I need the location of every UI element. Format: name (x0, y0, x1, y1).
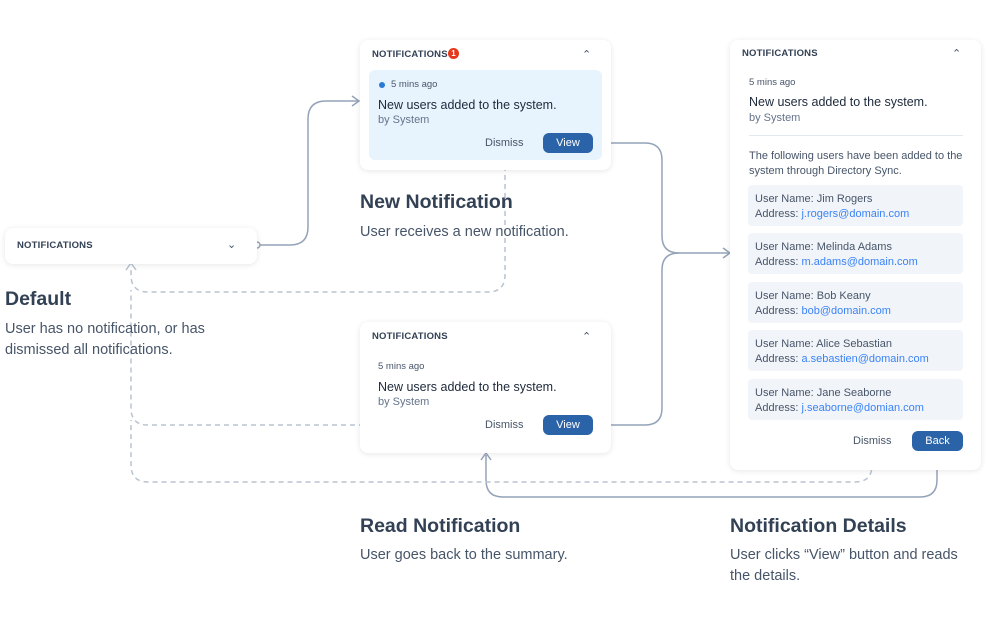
notification-details-heading: Notification Details (730, 515, 907, 537)
user-name: Bob Keany (816, 290, 871, 302)
new-notification-heading: New Notification (360, 191, 513, 213)
chevron-down-icon[interactable]: ⌄ (227, 239, 237, 251)
user-email-link[interactable]: bob@domain.com (801, 305, 891, 317)
user-name-label: User Name: (755, 241, 814, 253)
panel-header-label: NOTIFICATIONS (372, 49, 448, 60)
user-entry: User Name: Bob Keany Address: bob@domain… (748, 282, 963, 323)
user-email-link[interactable]: j.seaborne@domian.com (801, 402, 924, 414)
connector-new-view-to-details (593, 142, 729, 254)
unread-dot-icon (379, 82, 385, 88)
notification-title: New users added to the system. (749, 95, 928, 109)
dismiss-button[interactable]: Dismiss (485, 419, 524, 431)
panel-header-label: NOTIFICATIONS (17, 240, 93, 251)
user-name-label: User Name: (755, 290, 814, 302)
dismiss-button[interactable]: Dismiss (853, 435, 892, 447)
dismiss-button[interactable]: Dismiss (485, 137, 524, 149)
chevron-up-icon[interactable]: ⌃ (952, 48, 962, 60)
address-label: Address: (755, 256, 799, 268)
notifications-panel-read: NOTIFICATIONS ⌃ 5 mins ago New users add… (360, 322, 611, 453)
user-name-label: User Name: (755, 338, 814, 350)
chevron-up-icon[interactable]: ⌃ (582, 49, 592, 61)
notification-author: by System (378, 396, 430, 408)
notification-author: by System (378, 114, 430, 126)
divider (749, 135, 963, 136)
chevron-up-icon[interactable]: ⌃ (582, 331, 592, 343)
notification-title: New users added to the system. (378, 98, 557, 112)
user-email-link[interactable]: a.sebastien@domain.com (801, 353, 929, 365)
connector-new-dismiss-to-default (130, 157, 506, 293)
user-name-label: User Name: (755, 387, 814, 399)
read-notification-heading: Read Notification (360, 515, 521, 537)
notifications-panel-new: NOTIFICATIONS 1 ⌃ 5 mins ago New users a… (360, 40, 611, 170)
arrowhead (480, 451, 492, 461)
user-email-link[interactable]: m.adams@domain.com (801, 256, 918, 268)
connector-read-dismiss-to-default (130, 290, 472, 426)
new-notification-description: User receives a new notification. (360, 224, 569, 240)
read-notification-description: User goes back to the summary. (360, 547, 568, 563)
user-name: Jim Rogers (816, 193, 873, 205)
user-entry: User Name: Jim Rogers Address: j.rogers@… (748, 185, 963, 226)
notification-time: 5 mins ago (749, 77, 796, 88)
address-label: Address: (755, 402, 799, 414)
user-name: Jane Seaborne (816, 387, 892, 399)
user-name: Alice Sebastian (816, 338, 892, 350)
notifications-panel-details: NOTIFICATIONS ⌃ 5 mins ago New users add… (730, 40, 981, 470)
unread-count-badge: 1 (448, 48, 459, 59)
user-name-label: User Name: (755, 193, 814, 205)
arrowhead (125, 261, 137, 271)
user-email-link[interactable]: j.rogers@domain.com (801, 208, 910, 220)
view-button[interactable]: View (543, 415, 593, 435)
user-entry: User Name: Melinda Adams Address: m.adam… (748, 233, 963, 274)
notification-title[interactable]: New users added to the system. (378, 380, 557, 394)
unread-notification-item[interactable]: 5 mins ago New users added to the system… (369, 70, 602, 160)
default-heading: Default (5, 288, 72, 310)
connector-default-to-new (257, 100, 358, 246)
user-name: Melinda Adams (816, 241, 892, 253)
notification-time: 5 mins ago (391, 79, 438, 90)
back-button[interactable]: Back (912, 431, 963, 451)
address-label: Address: (755, 353, 799, 365)
notification-time: 5 mins ago (378, 361, 425, 372)
arrowhead (351, 95, 361, 107)
notification-details-description: User clicks “View” button and reads the … (730, 547, 958, 584)
notification-body: The following users have been added to t… (749, 150, 963, 177)
notifications-panel-default[interactable]: NOTIFICATIONS ⌄ (5, 228, 257, 264)
user-entry: User Name: Alice Sebastian Address: a.se… (748, 330, 963, 371)
connector-back-to-read (485, 451, 938, 498)
view-button[interactable]: View (543, 133, 593, 153)
panel-header-label: NOTIFICATIONS (742, 48, 818, 59)
address-label: Address: (755, 305, 799, 317)
notification-author: by System (749, 112, 801, 124)
connector-read-view-to-details (593, 252, 680, 426)
connector-details-dismiss-to-default (130, 420, 873, 483)
address-label: Address: (755, 208, 799, 220)
user-entry: User Name: Jane Seaborne Address: j.seab… (748, 379, 963, 420)
panel-header-label: NOTIFICATIONS (372, 331, 448, 342)
default-description: User has no notification, or has dismiss… (5, 321, 205, 358)
